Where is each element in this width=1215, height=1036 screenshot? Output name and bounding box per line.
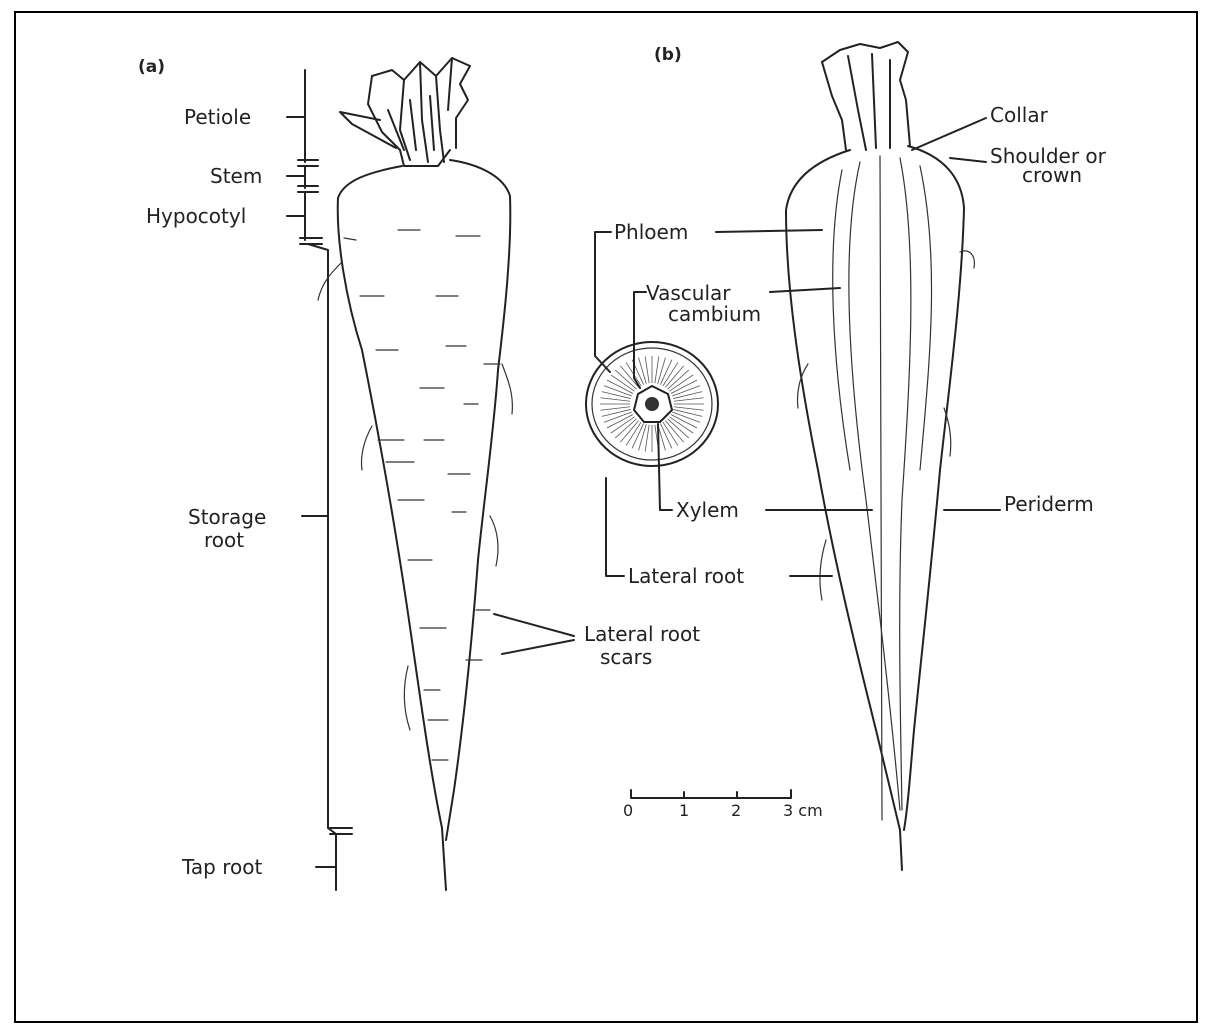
panel-label-b: (b) bbox=[654, 45, 682, 65]
cross-section-ray bbox=[639, 424, 647, 450]
carrot-b-lateral-roots bbox=[797, 251, 974, 600]
label-lateral-root-scars-line2: scars bbox=[600, 645, 652, 669]
label-phloem: Phloem bbox=[614, 220, 688, 244]
panel-label-a: (a) bbox=[138, 57, 165, 77]
cross-section-ray bbox=[602, 392, 631, 399]
label-xylem: Xylem bbox=[676, 498, 739, 522]
label-collar: Collar bbox=[990, 103, 1049, 127]
cross-section-ray bbox=[673, 392, 702, 399]
cross-section-ray bbox=[658, 358, 666, 384]
carrot-b-body bbox=[786, 146, 964, 870]
scale-bar bbox=[631, 790, 791, 798]
cross-section-ray bbox=[639, 358, 647, 384]
label-periderm: Periderm bbox=[1004, 492, 1094, 516]
carrot-b-leaders bbox=[716, 118, 1000, 576]
region-axis-line bbox=[298, 70, 352, 890]
label-storage-root-line1: Storage bbox=[188, 505, 266, 529]
label-tap-root: Tap root bbox=[181, 855, 262, 879]
label-vascular-cambium-line2: cambium bbox=[668, 302, 761, 326]
scale-tick-1: 1 bbox=[679, 801, 689, 820]
cross-section bbox=[586, 342, 718, 466]
cross-section-ray bbox=[674, 407, 704, 411]
cross-section-ray bbox=[655, 356, 659, 383]
carrot-a-body bbox=[338, 160, 511, 890]
label-hypocotyl: Hypocotyl bbox=[146, 204, 246, 228]
label-lateral-root-scars-line1: Lateral root bbox=[584, 622, 700, 646]
scale-tick-0: 0 bbox=[623, 801, 633, 820]
cross-section-ray bbox=[674, 398, 704, 402]
carrot-b-xylem-core bbox=[833, 156, 932, 820]
label-stem: Stem bbox=[210, 164, 262, 188]
carrot-a-ring-marks bbox=[344, 230, 500, 760]
carrot-b-collar bbox=[822, 42, 910, 150]
label-shoulder-line2: crown bbox=[1022, 163, 1082, 187]
cross-section-ray bbox=[673, 409, 702, 416]
label-petiole: Petiole bbox=[184, 105, 251, 129]
cross-section-ray bbox=[600, 398, 630, 402]
lateral-root-scars-leaders bbox=[494, 614, 574, 654]
scale-tick-2: 2 bbox=[731, 801, 741, 820]
label-lateral-root: Lateral root bbox=[628, 564, 744, 588]
scale-tick-3cm: 3 cm bbox=[783, 801, 823, 820]
cross-section-ray bbox=[602, 409, 631, 416]
carrot-a-petioles bbox=[340, 58, 470, 166]
cross-section-ray bbox=[645, 425, 649, 452]
label-storage-root-line2: root bbox=[204, 528, 244, 552]
cross-section-ray bbox=[645, 356, 649, 383]
cross-section-ray bbox=[600, 407, 630, 411]
